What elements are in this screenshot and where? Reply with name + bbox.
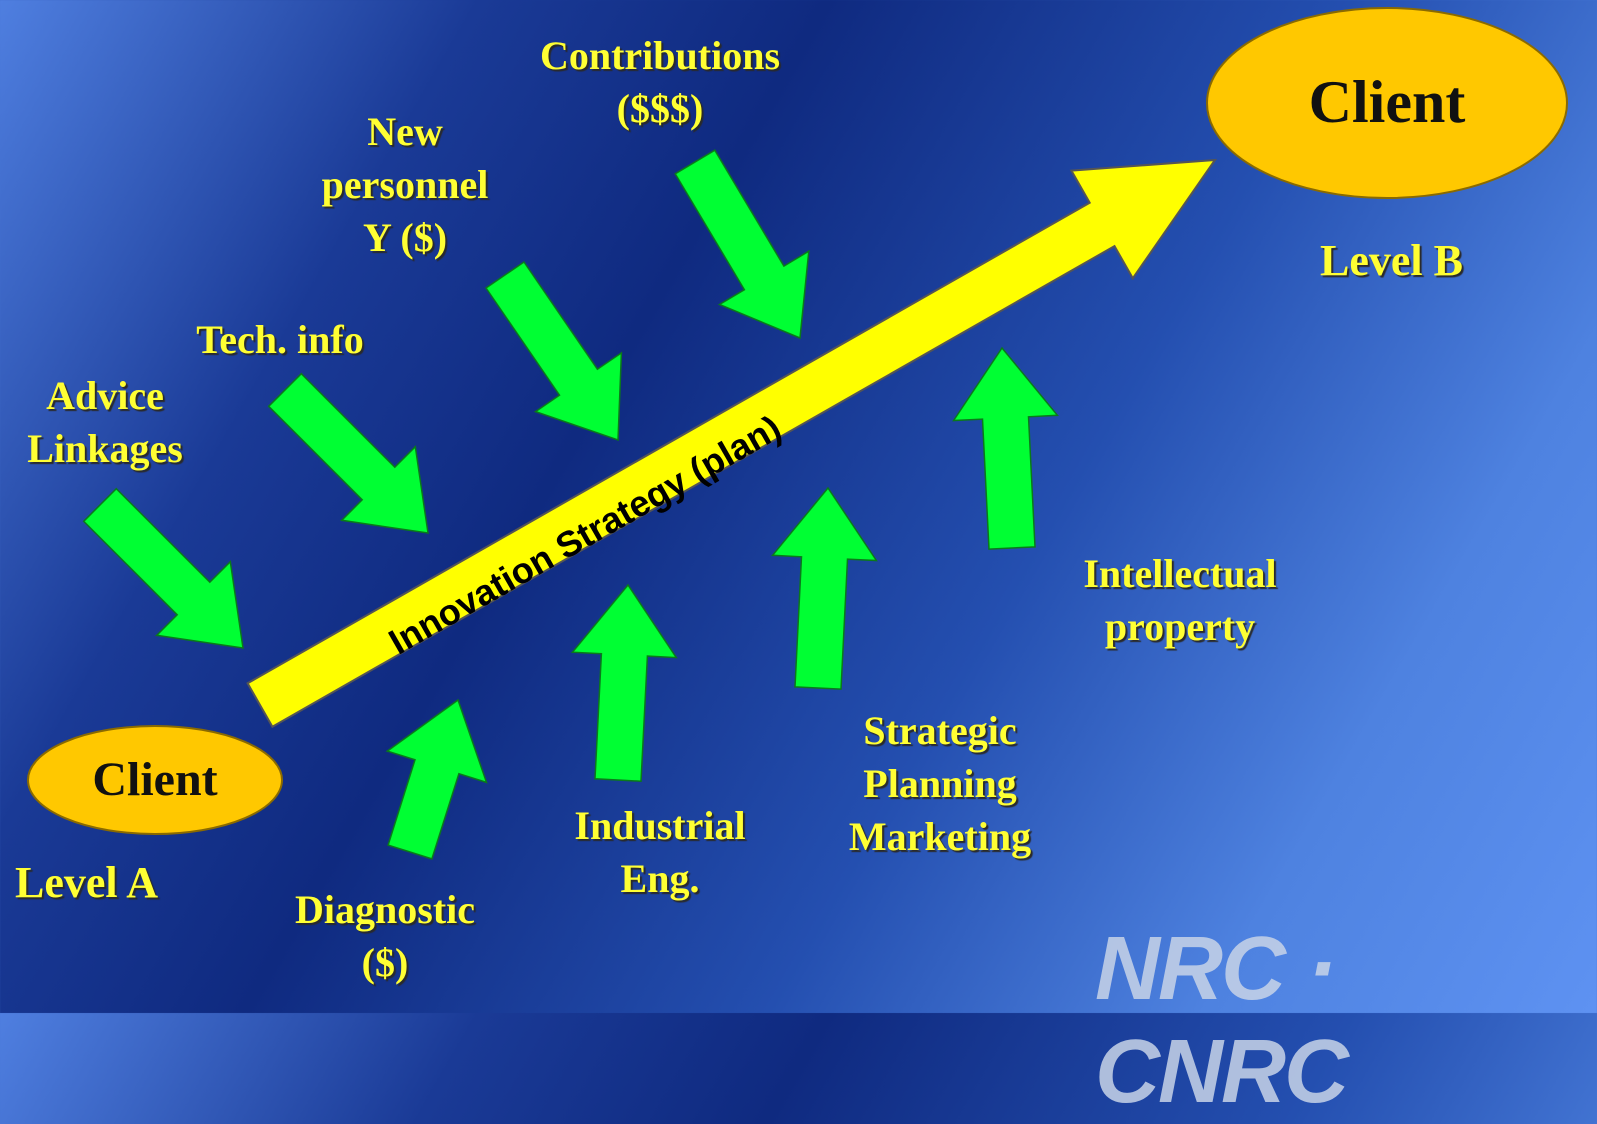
innovation-strategy-label: Innovation Strategy (plan) <box>382 407 788 663</box>
label-tech-info: Tech. info <box>196 317 364 362</box>
label-intellectual-property: Intellectual property <box>1083 551 1277 649</box>
arrow-intellectual-property <box>952 346 1059 550</box>
arrow-tech-info <box>267 372 429 534</box>
client-end-ellipse <box>1206 7 1568 199</box>
label-advice-linkages: Advice Linkages <box>27 373 183 471</box>
arrow-advice-linkages <box>82 487 244 649</box>
level-a-label: Level A <box>15 858 158 907</box>
innovation-strategy-arrow <box>246 158 1218 729</box>
client-start-ellipse <box>27 725 283 835</box>
arrow-new-personnel <box>484 260 623 442</box>
label-contributions: Contributions ($$$) <box>539 33 781 131</box>
arrows-layer: Innovation Strategy (plan) <box>27 7 1568 860</box>
label-new-personnel: New personnel Y ($) <box>321 109 489 260</box>
arrow-diagnostic <box>385 698 488 860</box>
label-industrial-eng: Industrial Eng. <box>574 803 746 901</box>
nrc-cnrc-logo: NRC · CNRC <box>1095 919 1349 1122</box>
label-diagnostic: Diagnostic ($) <box>295 887 475 985</box>
level-b-label: Level B <box>1320 236 1463 285</box>
arrow-contributions <box>674 149 810 340</box>
slide: Innovation Strategy (plan) Advice Linkag… <box>15 7 1568 1122</box>
client-start-label: Client <box>92 753 218 806</box>
client-end-label: Client <box>1308 69 1466 135</box>
arrow-industrial-eng <box>570 583 678 782</box>
arrow-strategic-planning <box>771 486 878 690</box>
label-strategic-planning: Strategic Planning Marketing <box>848 708 1032 859</box>
